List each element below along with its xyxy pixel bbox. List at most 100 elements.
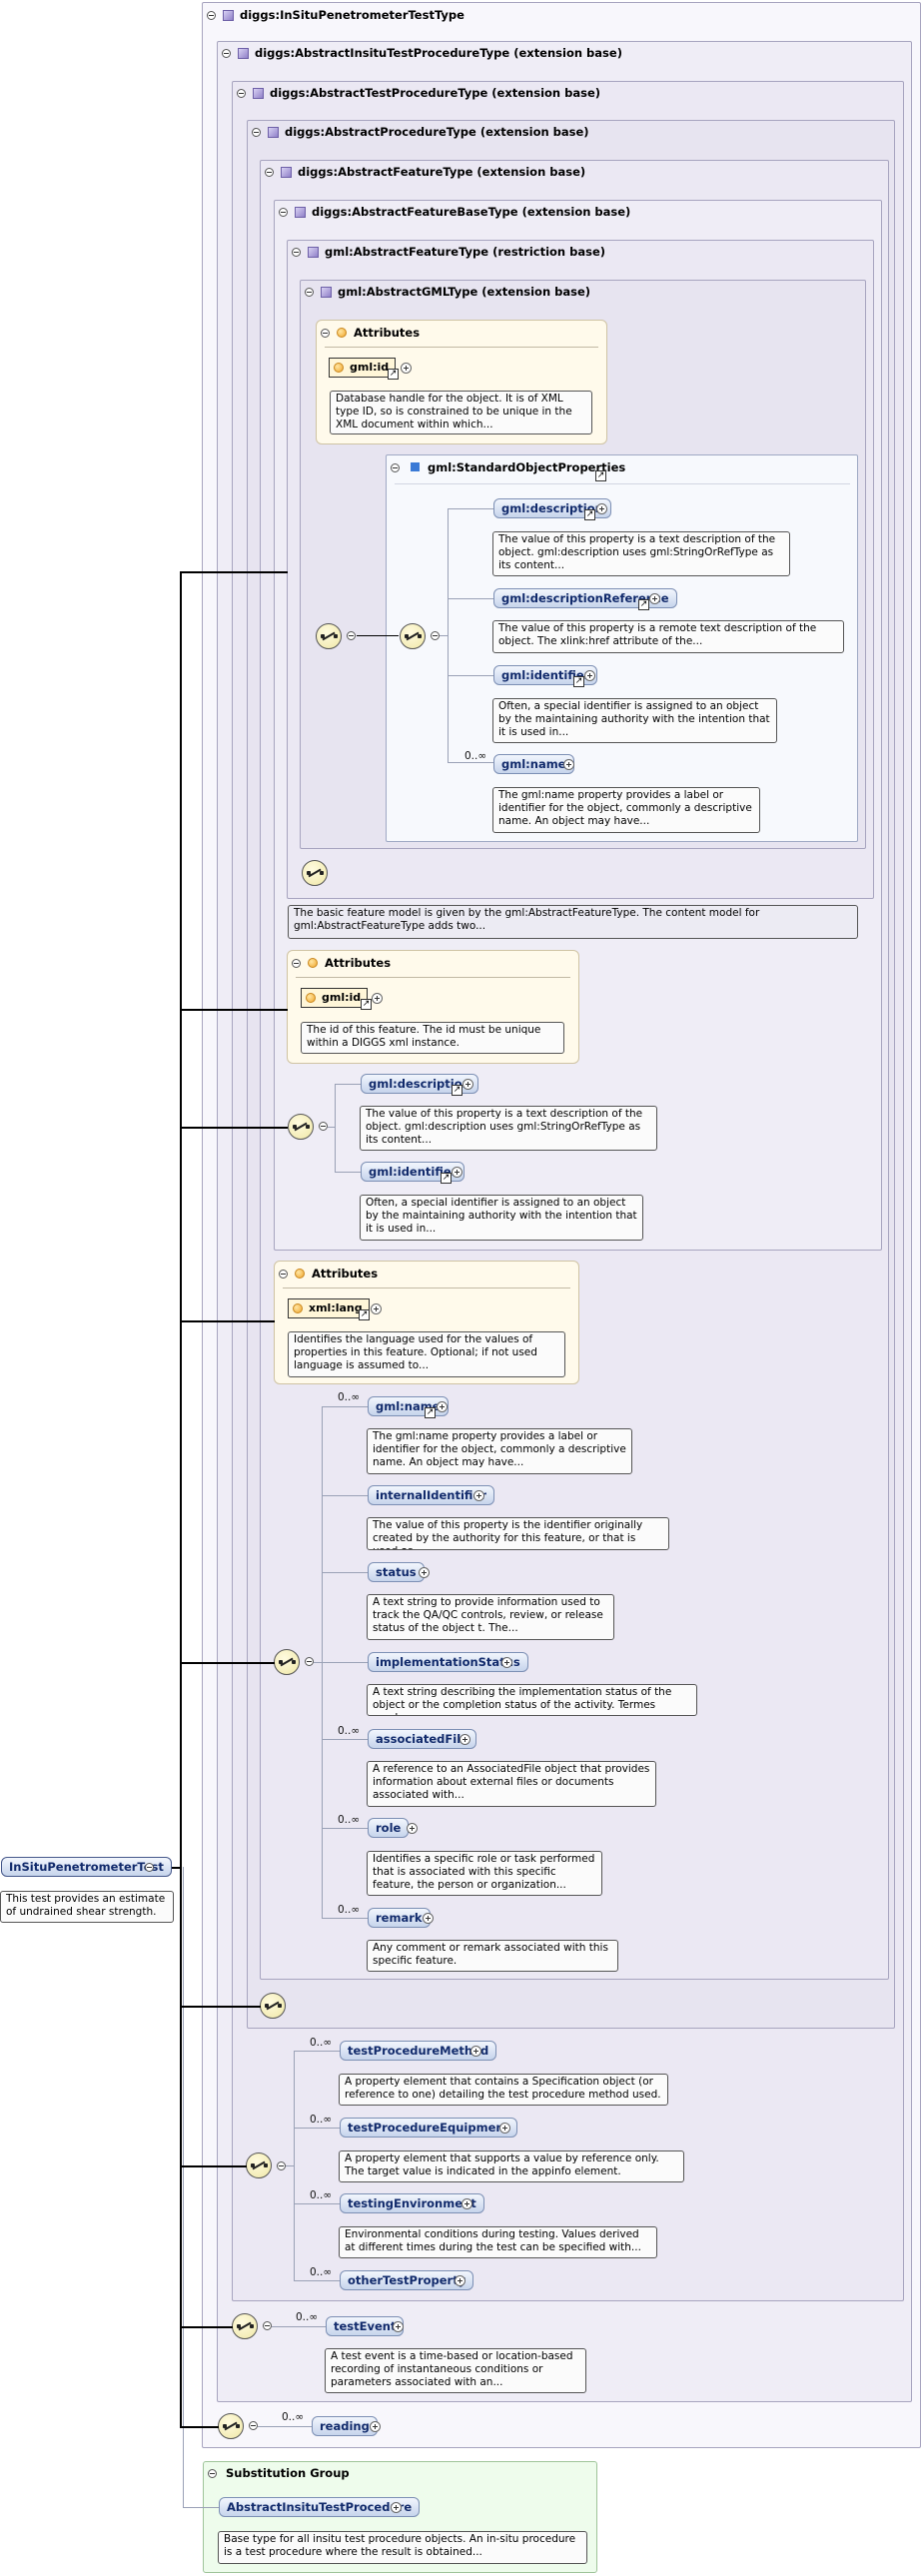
collapse-toggle[interactable] <box>263 2321 272 2330</box>
expand-icon[interactable] <box>460 1734 470 1745</box>
collapse-toggle[interactable] <box>252 128 261 137</box>
complex-type-icon <box>223 10 234 21</box>
reference-icon: ↗ <box>452 1085 462 1096</box>
attribute-xml-lang[interactable]: xml:lang <box>288 1298 370 1318</box>
complex-type-icon <box>268 127 279 138</box>
collapse-toggle[interactable] <box>222 49 231 58</box>
expand-icon[interactable] <box>470 2046 481 2057</box>
element-internal-identifier[interactable]: internalIdentifier <box>368 1485 494 1505</box>
collapse-toggle[interactable] <box>145 1863 154 1872</box>
element-implementation-status[interactable]: implementationStatus <box>368 1652 528 1672</box>
type-title: gml:AbstractFeatureType (restriction bas… <box>325 245 606 259</box>
element-gml-description[interactable]: gml:description <box>493 498 611 518</box>
element-gml-description[interactable]: gml:description <box>361 1074 478 1094</box>
expand-icon[interactable] <box>372 993 383 1004</box>
expand-icon[interactable] <box>407 1823 418 1834</box>
element-test-event[interactable]: testEvent <box>326 2316 405 2336</box>
element-test-procedure-equipment[interactable]: testProcedureEquipment <box>340 2118 518 2138</box>
attribute-gml-id[interactable]: gml:id <box>301 988 369 1008</box>
collapse-toggle[interactable] <box>279 208 288 217</box>
element-description: Often, a special identifier is assigned … <box>492 698 777 743</box>
connector-line <box>294 2051 295 2280</box>
expand-icon[interactable] <box>501 1657 512 1668</box>
element-gml-identifier[interactable]: gml:identifier <box>361 1162 465 1182</box>
expand-icon[interactable] <box>499 2123 510 2134</box>
type-description: The basic feature model is given by the … <box>288 905 858 939</box>
element-associated-file[interactable]: associatedFile <box>368 1729 476 1749</box>
connector-line <box>294 2051 340 2052</box>
connector-line <box>448 508 493 509</box>
attributes-icon <box>308 958 318 968</box>
expand-icon[interactable] <box>563 759 574 770</box>
expand-icon[interactable] <box>423 1913 434 1924</box>
type-title: diggs:InSituPenetrometerTestType <box>240 8 464 22</box>
sequence-compositor-icon <box>274 1649 300 1675</box>
element-status[interactable]: status <box>368 1562 425 1582</box>
collapse-toggle[interactable] <box>347 631 356 640</box>
attribute-gml-id[interactable]: gml:id <box>329 358 397 378</box>
element-test-procedure-method[interactable]: testProcedureMethod <box>340 2041 497 2061</box>
collapse-toggle[interactable] <box>292 248 301 257</box>
collapse-toggle[interactable] <box>265 168 274 177</box>
collapse-toggle[interactable] <box>319 1122 328 1131</box>
element-gml-identifier[interactable]: gml:identifier <box>493 665 598 685</box>
collapse-toggle[interactable] <box>292 959 301 968</box>
main-connector <box>180 2165 247 2167</box>
element-description: The value of this property is the identi… <box>367 1517 669 1550</box>
expand-icon[interactable] <box>419 1567 430 1578</box>
expand-icon[interactable] <box>452 1167 462 1178</box>
expand-icon[interactable] <box>596 503 607 514</box>
element-testing-environment[interactable]: testingEnvironment <box>340 2193 484 2213</box>
element-gml-description-reference[interactable]: gml:descriptionReference <box>493 588 677 608</box>
expand-icon[interactable] <box>584 670 595 681</box>
root-element-insitu-penetrometer-test[interactable]: InSituPenetrometerTest <box>1 1857 172 1877</box>
connector-line <box>440 635 448 636</box>
attributes-icon <box>295 1269 305 1279</box>
collapse-toggle[interactable] <box>431 631 440 640</box>
complex-type-icon <box>238 48 249 59</box>
separator <box>325 347 598 348</box>
attributes-icon <box>337 328 347 338</box>
element-description: The value of this property is a text des… <box>360 1106 657 1151</box>
main-connector <box>180 2326 233 2328</box>
collapse-toggle[interactable] <box>277 2161 286 2170</box>
expand-icon[interactable] <box>462 2198 472 2209</box>
collapse-toggle[interactable] <box>237 89 246 98</box>
element-gml-name[interactable]: gml:name <box>493 754 574 774</box>
expand-icon[interactable] <box>455 2275 465 2286</box>
collapse-toggle[interactable] <box>305 1657 314 1666</box>
expand-icon[interactable] <box>391 2502 402 2513</box>
main-connector <box>180 1662 275 1664</box>
expand-icon[interactable] <box>437 1401 448 1412</box>
sequence-compositor-icon <box>260 1993 286 2019</box>
complex-type-icon <box>253 88 264 99</box>
element-description: A text string to provide information use… <box>367 1594 614 1640</box>
expand-icon[interactable] <box>473 1490 484 1501</box>
attribute-description: The id of this feature. The id must be u… <box>301 1022 564 1054</box>
collapse-toggle[interactable] <box>279 1270 288 1279</box>
collapse-toggle[interactable] <box>321 329 330 338</box>
connector-line <box>357 635 399 636</box>
collapse-toggle[interactable] <box>249 2421 258 2430</box>
collapse-toggle[interactable] <box>391 463 400 472</box>
connector-line <box>294 2203 340 2204</box>
element-abstract-insitu-test-procedure[interactable]: AbstractInsituTestProcedure <box>219 2497 421 2517</box>
collapse-toggle[interactable] <box>208 2469 217 2478</box>
element-role[interactable]: role <box>368 1818 410 1838</box>
element-remark[interactable]: remark <box>368 1908 431 1928</box>
attribute-description: Identifies the language used for the val… <box>288 1331 565 1377</box>
collapse-toggle[interactable] <box>305 288 314 297</box>
main-connector <box>180 2426 219 2428</box>
expand-icon[interactable] <box>649 593 660 604</box>
collapse-toggle[interactable] <box>207 11 216 20</box>
expand-icon[interactable] <box>371 1303 382 1314</box>
element-other-test-property[interactable]: otherTestProperty <box>340 2270 474 2290</box>
cardinality-label: 0..∞ <box>310 2266 333 2278</box>
expand-icon[interactable] <box>370 2421 381 2432</box>
element-description: Often, a special identifier is assigned … <box>360 1195 643 1241</box>
element-reading[interactable]: reading <box>312 2416 378 2436</box>
expand-icon[interactable] <box>462 1079 473 1090</box>
expand-icon[interactable] <box>393 2321 404 2332</box>
reference-icon: ↗ <box>388 369 399 380</box>
expand-icon[interactable] <box>401 363 412 374</box>
